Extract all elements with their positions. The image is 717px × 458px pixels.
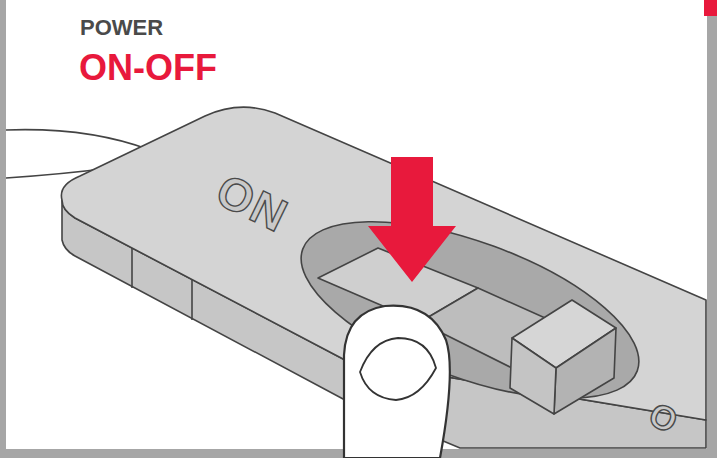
body-top-face xyxy=(61,107,706,420)
press-arrow xyxy=(368,157,456,282)
face-seam xyxy=(131,248,133,288)
frame-right xyxy=(707,0,717,458)
heading-small: POWER xyxy=(80,17,163,39)
rocker-raised-side xyxy=(510,338,556,414)
fingernail xyxy=(360,338,436,400)
embossed-mark: O xyxy=(644,396,684,439)
rocker-raised-front xyxy=(554,328,616,414)
finger xyxy=(344,306,450,458)
face-seam xyxy=(191,280,193,320)
heading-large: ON-OFF xyxy=(79,50,217,86)
corner-mark xyxy=(704,0,717,16)
switch-recess xyxy=(279,185,660,435)
embossed-mark: ON xyxy=(209,166,295,239)
frame-left xyxy=(0,0,6,458)
cable-top xyxy=(6,130,150,150)
